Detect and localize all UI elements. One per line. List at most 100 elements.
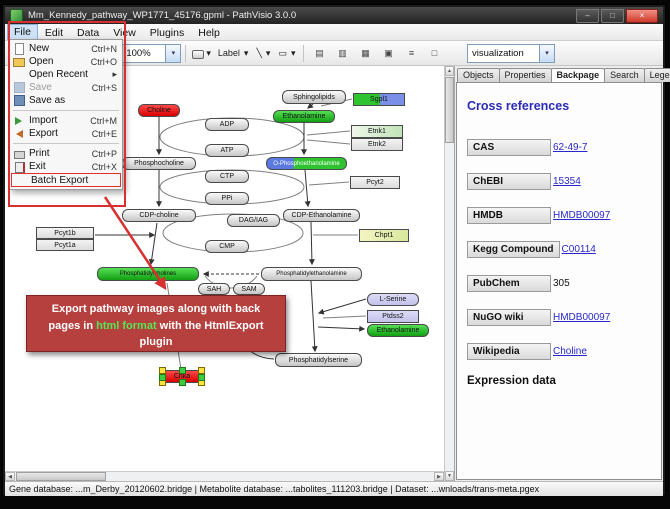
node-etnk2[interactable]: Etnk2: [351, 138, 403, 151]
crossref-link[interactable]: HMDB00097: [553, 210, 611, 221]
vertical-scrollbar[interactable]: ▲ ▼: [444, 66, 454, 481]
file-menu-item-save-as[interactable]: Save as: [10, 94, 122, 107]
titlebar: Mm_Kennedy_pathway_WP1771_45176.gpml - P…: [5, 7, 663, 24]
node-ptdss2[interactable]: Ptdss2: [367, 310, 419, 323]
print-icon: [13, 147, 26, 160]
tab-objects[interactable]: Objects: [457, 68, 500, 82]
menu-view[interactable]: View: [113, 26, 136, 39]
line-tool-button[interactable]: ╲▾: [252, 43, 274, 64]
node-sphingolipids[interactable]: Sphingolipids: [282, 90, 346, 104]
node-ethanolamine[interactable]: Ethanolamine: [273, 110, 335, 123]
distribute-button[interactable]: ▦: [354, 43, 376, 64]
selection-handle[interactable]: [198, 373, 205, 381]
node-ctp[interactable]: CTP: [205, 170, 249, 183]
selection-handle[interactable]: [159, 373, 166, 381]
node-phosphocholine[interactable]: Phosphocholine: [122, 157, 196, 170]
tab-legend[interactable]: Legend: [643, 68, 670, 82]
node-pcyt1a[interactable]: Pcyt1a: [36, 239, 94, 251]
node-sam[interactable]: SAM: [233, 283, 265, 295]
tab-backpage[interactable]: Backpage: [550, 68, 606, 82]
menu-edit[interactable]: Edit: [44, 26, 64, 39]
node-cdp-choline[interactable]: CDP-choline: [122, 209, 196, 222]
crossref-link[interactable]: 62-49-7: [553, 142, 588, 153]
scroll-down-icon[interactable]: ▼: [445, 471, 454, 481]
crossref-link[interactable]: Choline: [553, 346, 587, 357]
common-height-button[interactable]: ≡: [400, 43, 422, 64]
distribute-icon: ▦: [361, 47, 370, 58]
node-phosphatidylcholines[interactable]: Phosphatidylcholines: [97, 267, 199, 281]
node-atp[interactable]: ATP: [205, 144, 249, 157]
node-ethanolamine[interactable]: Ethanolamine: [367, 324, 429, 337]
section-header: CAS: [467, 139, 551, 156]
file-menu-item-batch-export[interactable]: Batch Export: [11, 173, 121, 187]
label-tool-button[interactable]: Label▾: [215, 43, 252, 64]
section-header: HMDB: [467, 207, 551, 224]
node-phosphatidylserine[interactable]: Phosphatidylserine: [275, 353, 362, 367]
align-vertical-icon: ▥: [338, 47, 347, 58]
tab-properties[interactable]: Properties: [498, 68, 552, 82]
node-pcyt1b[interactable]: Pcyt1b: [36, 227, 94, 239]
scroll-right-icon[interactable]: ▶: [434, 472, 444, 481]
visualization-select[interactable]: visualization ▾: [467, 43, 555, 63]
scroll-up-icon[interactable]: ▲: [445, 66, 454, 76]
node-dag-iag[interactable]: DAG/IAG: [227, 214, 280, 227]
callout-text: with the HtmlExport plugin: [139, 319, 264, 349]
crossref-link[interactable]: 15354: [553, 176, 581, 187]
node-chpt1[interactable]: Chpt1: [359, 229, 409, 242]
vertical-scroll-thumb[interactable]: [445, 77, 454, 143]
menu-help[interactable]: Help: [198, 26, 220, 39]
menu-file[interactable]: File: [7, 24, 38, 40]
datanode-tool-button[interactable]: ▾: [190, 43, 214, 64]
node-o-phosphoethanolamine[interactable]: O-Phosphoethanolamine: [266, 157, 347, 170]
node-cdp-ethanolamine[interactable]: CDP-Ethanolamine: [283, 209, 360, 222]
node-l-serine[interactable]: L-Serine: [367, 293, 419, 306]
node-adp[interactable]: ADP: [205, 118, 249, 131]
stack-button[interactable]: ▣: [377, 43, 399, 64]
align-vertical-button[interactable]: ▥: [331, 43, 353, 64]
align-horizontal-button[interactable]: ▤: [308, 43, 330, 64]
minimize-button[interactable]: –: [576, 8, 599, 23]
tab-search[interactable]: Search: [604, 68, 645, 82]
close-button[interactable]: ×: [626, 8, 658, 23]
node-sgpl1[interactable]: Sgpl1: [353, 93, 405, 106]
node-etnk1[interactable]: Etnk1: [351, 125, 403, 138]
crossreferences-heading: Cross references: [467, 99, 570, 113]
scroll-left-icon[interactable]: ◀: [5, 472, 15, 481]
chevron-down-icon[interactable]: ▾: [539, 44, 554, 62]
selection-handle[interactable]: [179, 379, 186, 386]
chevron-down-icon[interactable]: ▾: [165, 44, 181, 62]
menu-item-label: Import: [29, 115, 58, 126]
file-menu-item-open-recent[interactable]: Open Recent▸: [10, 68, 122, 81]
node-choline[interactable]: Choline: [138, 104, 180, 117]
common-width-button[interactable]: □: [423, 43, 445, 64]
window-controls: – □ ×: [576, 8, 658, 23]
node-ppi[interactable]: PPi: [205, 192, 249, 205]
node-cmp[interactable]: CMP: [205, 240, 249, 253]
crossref-link[interactable]: C00114: [561, 244, 596, 255]
horizontal-scrollbar[interactable]: ◀ ▶: [5, 471, 444, 481]
zoom-value: 100%: [126, 47, 151, 59]
horizontal-scroll-thumb[interactable]: [16, 472, 106, 481]
selection-handle[interactable]: [179, 367, 186, 374]
app-window: Mm_Kennedy_pathway_WP1771_45176.gpml - P…: [3, 5, 670, 496]
menu-plugins[interactable]: Plugins: [149, 26, 185, 39]
node-pcyt2[interactable]: Pcyt2: [350, 176, 400, 189]
node-phosphatidylethanolamine[interactable]: Phosphatidylethanolamine: [261, 267, 362, 281]
menu-item-label: Save: [29, 82, 52, 93]
menu-data[interactable]: Data: [77, 26, 100, 39]
crossref-link[interactable]: HMDB00097: [553, 312, 611, 323]
node-chka[interactable]: Chka: [159, 367, 205, 386]
zoom-select[interactable]: 100% ▾: [121, 43, 182, 63]
node-sah[interactable]: SAH: [198, 283, 230, 295]
section-header: PubChem: [467, 275, 551, 292]
maximize-button[interactable]: □: [601, 8, 624, 23]
shape-tool-button[interactable]: ▭▾: [275, 43, 298, 64]
